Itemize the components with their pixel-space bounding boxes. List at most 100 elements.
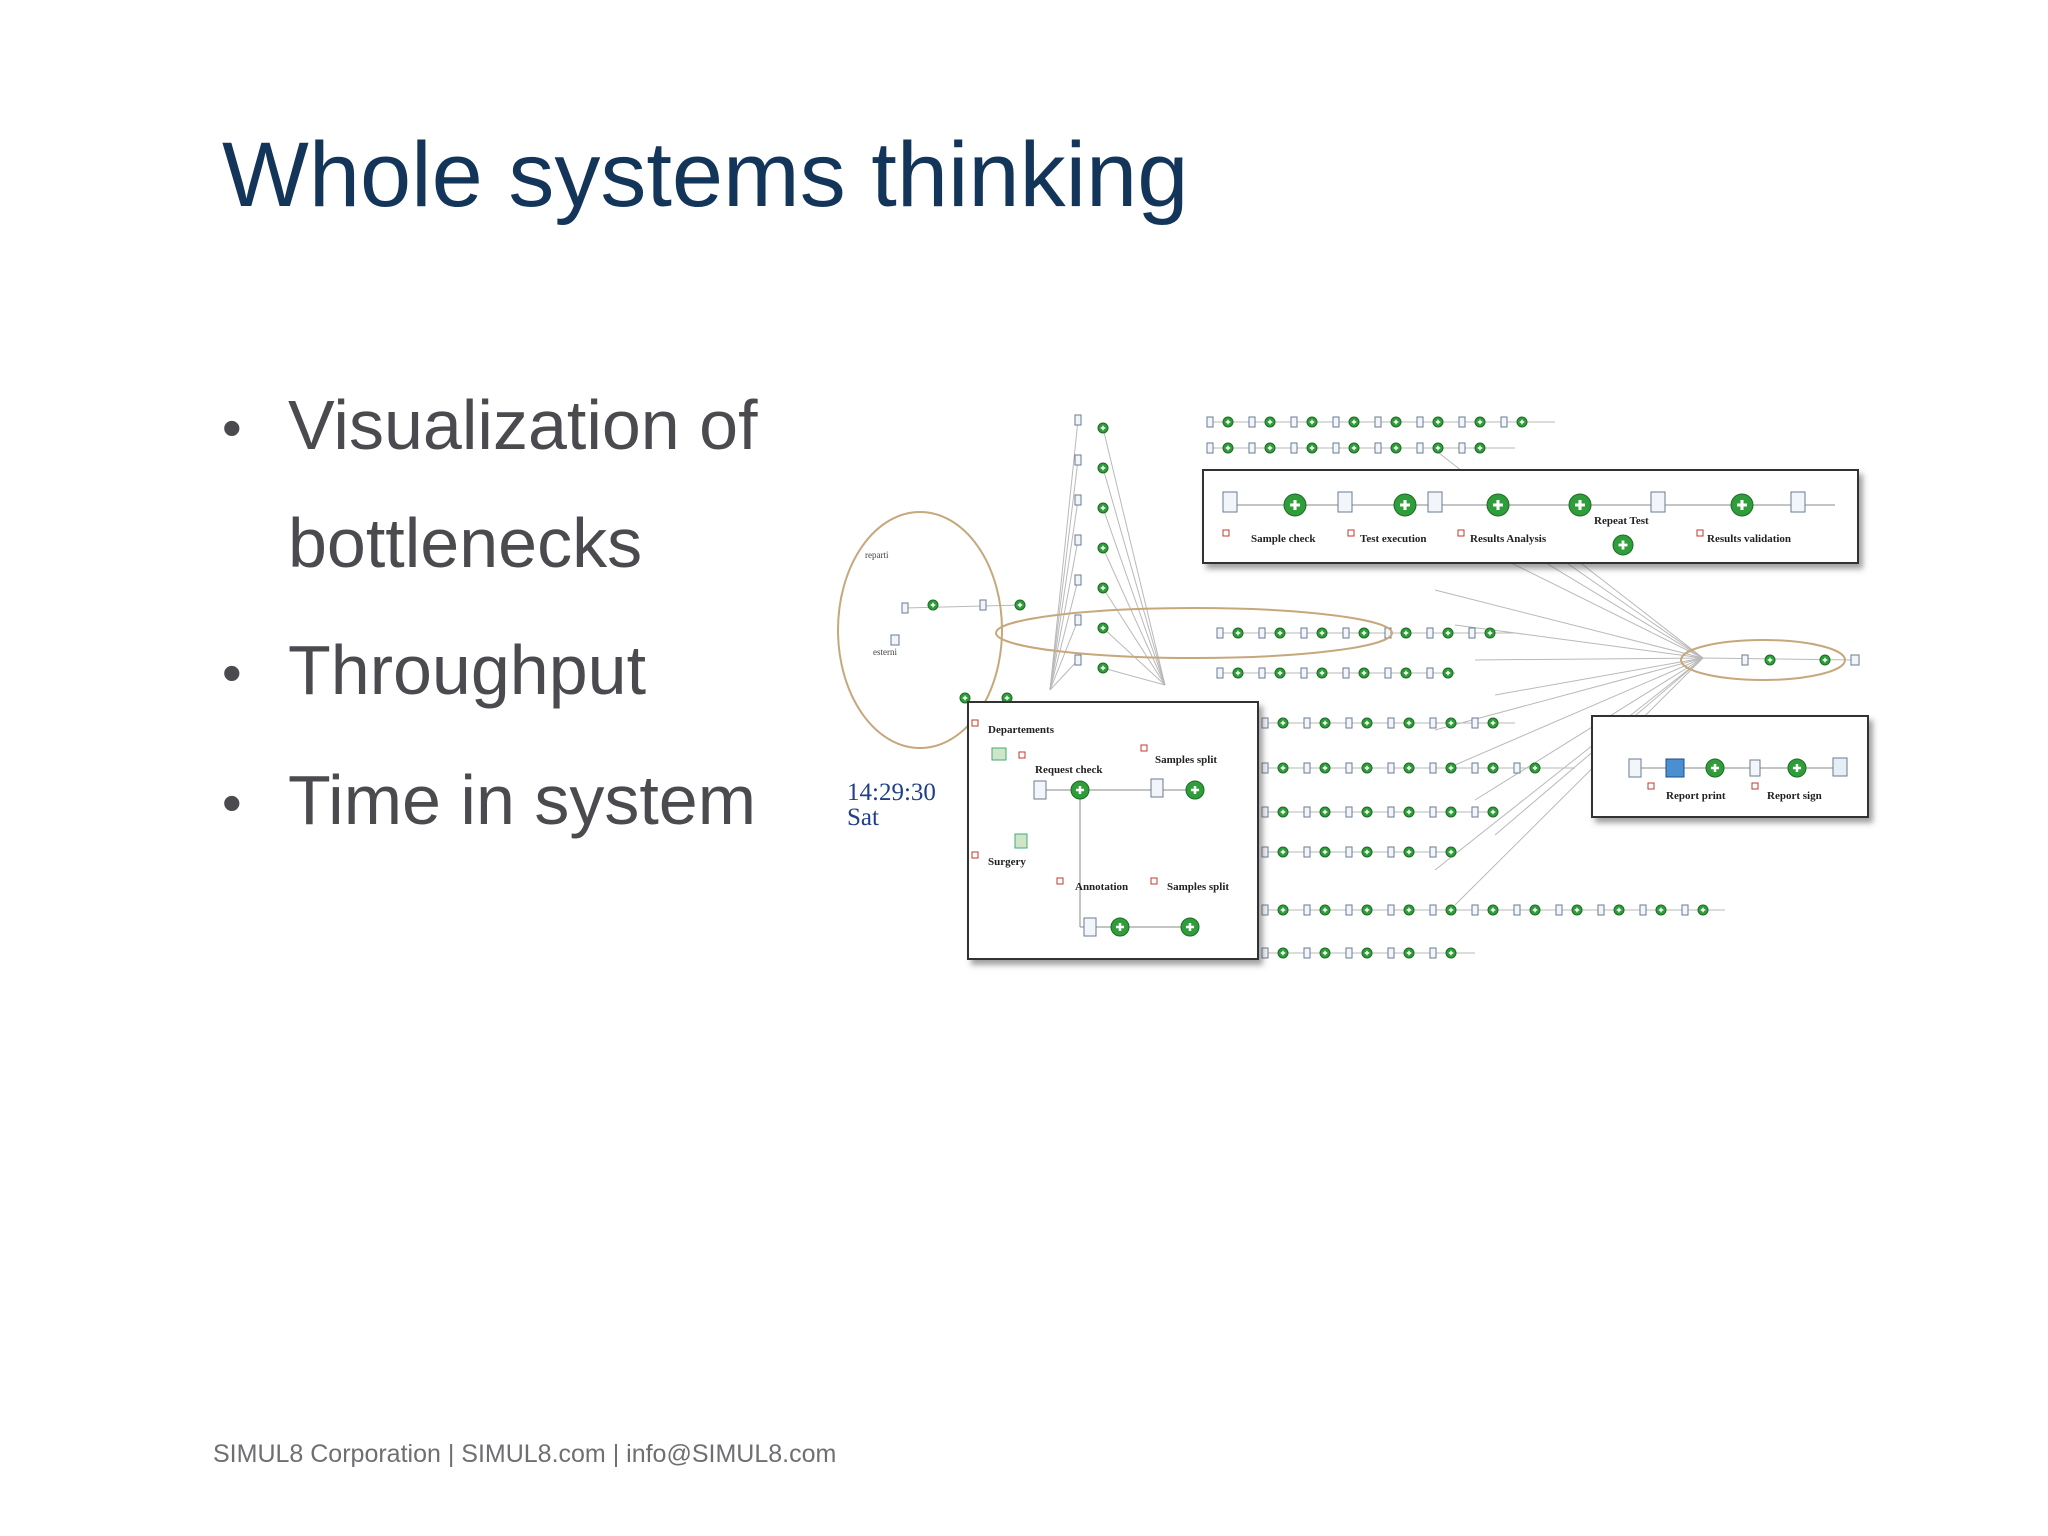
marker-icon bbox=[971, 719, 979, 727]
queue-node-icon bbox=[1303, 846, 1311, 858]
queue-node-icon bbox=[1471, 904, 1479, 916]
queue-node-icon bbox=[1261, 806, 1269, 818]
queue-node-icon bbox=[1429, 806, 1437, 818]
marker-icon bbox=[1150, 877, 1158, 885]
plus-icon bbox=[1322, 950, 1328, 956]
plus-icon bbox=[1364, 720, 1370, 726]
plus-icon bbox=[1322, 765, 1328, 771]
queue-node-icon bbox=[1850, 654, 1860, 666]
plus-icon bbox=[1477, 419, 1483, 425]
clock-day: Sat bbox=[847, 804, 879, 831]
queue-node-icon bbox=[1261, 904, 1269, 916]
right-box-label: Report print bbox=[1666, 790, 1726, 802]
queue-node-icon bbox=[1429, 904, 1437, 916]
fan-connector bbox=[1102, 507, 1166, 686]
right-zoom-panel: Report print Report sign bbox=[1591, 715, 1869, 818]
fan-connector bbox=[1434, 657, 1704, 871]
queue-node-icon bbox=[1248, 442, 1256, 454]
left-box-label: Samples split bbox=[1167, 881, 1229, 893]
plus-icon bbox=[1225, 419, 1231, 425]
plus-icon bbox=[1322, 907, 1328, 913]
queue-node-icon bbox=[1741, 654, 1749, 666]
plus-icon bbox=[1406, 809, 1412, 815]
queue-node-icon bbox=[1248, 416, 1256, 428]
queue-node-icon bbox=[1074, 454, 1082, 466]
queue-node-icon bbox=[1337, 491, 1353, 513]
plus-icon bbox=[1618, 540, 1628, 550]
plus-icon bbox=[1616, 907, 1622, 913]
fan-connector bbox=[1049, 579, 1079, 691]
queue-node-icon bbox=[1374, 442, 1382, 454]
plus-icon bbox=[1115, 922, 1125, 932]
top-box-label: Results validation bbox=[1707, 533, 1791, 545]
plus-icon bbox=[1406, 950, 1412, 956]
plus-icon bbox=[1493, 500, 1503, 510]
plus-icon bbox=[1267, 419, 1273, 425]
queue-node-icon bbox=[890, 634, 900, 646]
plus-icon bbox=[1700, 907, 1706, 913]
queue-node-icon bbox=[1332, 442, 1340, 454]
queue-node-icon bbox=[1074, 614, 1082, 626]
queue-node-icon bbox=[1471, 717, 1479, 729]
queue-node-icon bbox=[1074, 574, 1082, 586]
plus-icon bbox=[1710, 763, 1720, 773]
plus-icon bbox=[1364, 765, 1370, 771]
queue-node-icon bbox=[1471, 762, 1479, 774]
plus-icon bbox=[1490, 720, 1496, 726]
plus-icon bbox=[1448, 765, 1454, 771]
top-box-label: Test execution bbox=[1360, 533, 1427, 545]
queue-node-icon bbox=[1345, 717, 1353, 729]
bullet-dot-icon: • bbox=[222, 396, 242, 459]
left-box-label: Surgery bbox=[988, 856, 1026, 868]
queue-node-icon bbox=[1290, 416, 1298, 428]
plus-icon bbox=[1004, 695, 1010, 701]
bullet-text-continued: bottlenecks bbox=[288, 504, 643, 582]
plus-icon bbox=[1235, 630, 1241, 636]
plus-icon bbox=[1393, 419, 1399, 425]
right-box-label: Report sign bbox=[1767, 790, 1822, 802]
plus-icon bbox=[1574, 907, 1580, 913]
queue-node-icon bbox=[1303, 762, 1311, 774]
queue-node-icon bbox=[1258, 667, 1266, 679]
marker-icon bbox=[1018, 751, 1026, 759]
plus-icon bbox=[1235, 670, 1241, 676]
queue-node-icon bbox=[1261, 717, 1269, 729]
plus-icon bbox=[1100, 625, 1106, 631]
surgery-icon bbox=[1014, 833, 1028, 849]
plus-icon bbox=[1393, 445, 1399, 451]
plus-icon bbox=[1406, 849, 1412, 855]
queue-node-icon bbox=[1216, 627, 1224, 639]
footer-contact: SIMUL8 Corporation | SIMUL8.com | info@S… bbox=[213, 1440, 837, 1468]
plus-icon bbox=[1792, 763, 1802, 773]
fan-connector bbox=[1102, 547, 1166, 686]
queue-node-icon bbox=[1300, 667, 1308, 679]
document-icon bbox=[1832, 757, 1848, 777]
queue-node-icon bbox=[1429, 947, 1437, 959]
queue-node-icon bbox=[1427, 491, 1443, 513]
fan-connector bbox=[1049, 419, 1079, 691]
fan-connector bbox=[1454, 657, 1704, 766]
queue-node-icon bbox=[1387, 762, 1395, 774]
plus-icon bbox=[1445, 670, 1451, 676]
fan-connector bbox=[1049, 499, 1079, 691]
queue-node-icon bbox=[1345, 904, 1353, 916]
ellipse-label-esterni: esterni bbox=[873, 647, 897, 657]
fan-connector bbox=[1494, 657, 1704, 696]
plus-icon bbox=[1737, 500, 1747, 510]
plus-icon bbox=[1100, 505, 1106, 511]
plus-icon bbox=[1322, 720, 1328, 726]
printer-icon bbox=[1665, 758, 1685, 778]
clock-time: 14:29:30 bbox=[847, 779, 936, 806]
queue-node-icon bbox=[1597, 904, 1605, 916]
plus-icon bbox=[1403, 630, 1409, 636]
fan-connector bbox=[1102, 667, 1166, 686]
bullet-text: Time in system bbox=[288, 761, 757, 839]
plus-icon bbox=[1280, 950, 1286, 956]
queue-node-icon bbox=[1345, 762, 1353, 774]
plus-icon bbox=[1658, 907, 1664, 913]
queue-node-icon bbox=[1206, 416, 1214, 428]
queue-node-icon bbox=[1374, 416, 1382, 428]
queue-node-icon bbox=[1083, 917, 1097, 937]
queue-node-icon bbox=[1471, 806, 1479, 818]
left-group-ellipse bbox=[837, 511, 1003, 749]
